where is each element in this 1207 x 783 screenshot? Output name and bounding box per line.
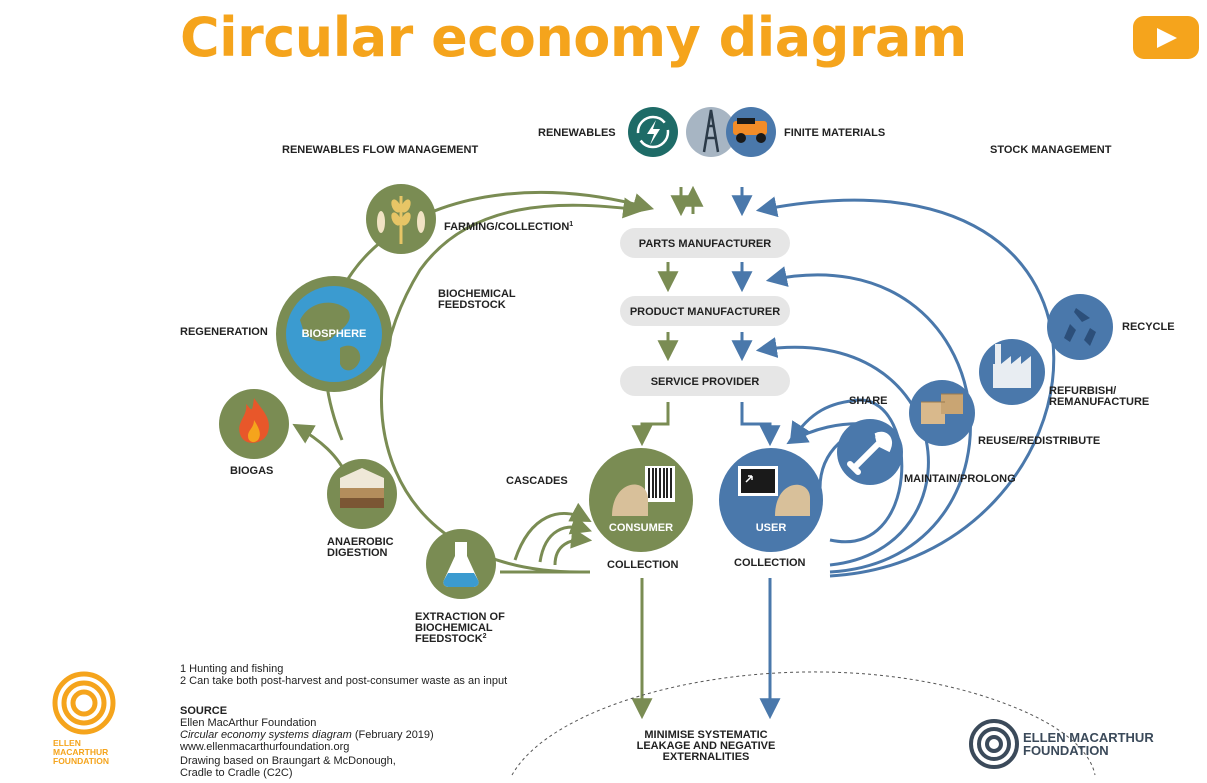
cascade-3: [553, 527, 593, 566]
svg-text:CONSUMER: CONSUMER: [609, 522, 673, 534]
biogas-node: [219, 389, 289, 459]
svg-text:PARTS MANUFACTURER: PARTS MANUFACTURER: [639, 238, 771, 250]
page-title: Circular economy diagram: [180, 6, 967, 69]
refurbish-node: [979, 339, 1045, 405]
stock-management-label: STOCK MANAGEMENT: [990, 144, 1112, 156]
farming-node: [366, 184, 436, 254]
biogas-label: BIOGAS: [230, 465, 273, 477]
footnote-1: 1 Hunting and fishing: [180, 663, 284, 675]
renewables-label: RENEWABLES: [538, 127, 616, 139]
reuse-node: [909, 380, 975, 446]
anaerobic-label-2: DIGESTION: [327, 547, 388, 559]
maintain-node: [837, 419, 903, 485]
boxes-icon: [921, 393, 963, 424]
consumer-barcode-icon: [612, 466, 675, 516]
mining-truck-icon-group: [726, 107, 776, 157]
service-provider-pill: SERVICE PROVIDER: [620, 366, 790, 396]
recycle-label: RECYCLE: [1122, 321, 1175, 333]
regeneration-label: REGENERATION: [180, 326, 268, 338]
service-to-consumer: [631, 402, 670, 447]
leakage-label-2: LEAKAGE AND NEGATIVE: [637, 740, 776, 752]
service-to-user: [740, 402, 781, 447]
consumer-collection-label: COLLECTION: [607, 559, 679, 571]
cascades-label: CASCADES: [506, 475, 568, 487]
factory-icon: [993, 344, 1031, 388]
extraction-label-2: BIOCHEMICAL: [415, 622, 493, 634]
globe-icon: [300, 302, 361, 371]
refurbish-label-2: REMANUFACTURE: [1049, 396, 1149, 408]
anaerobic-node: [327, 459, 397, 529]
oil-derrick-icon: [702, 109, 720, 153]
foundation-logo-left-text: ELLEN MACARTHUR FOUNDATION: [53, 738, 110, 766]
source-heading: SOURCE: [180, 705, 228, 717]
parts-manufacturer-pill: PARTS MANUFACTURER: [620, 228, 790, 258]
foundation-logo-left: [52, 671, 116, 735]
biochemical-label-1: BIOCHEMICAL: [438, 288, 516, 300]
refurbish-label-1: REFURBISH/: [1049, 385, 1116, 397]
recycle-loop: [755, 196, 1056, 578]
renewable-energy-icon: [647, 120, 660, 145]
renewables-icon-group: [628, 107, 678, 157]
user-computer-icon: [738, 466, 810, 516]
renewables-flow-label: RENEWABLES FLOW MANAGEMENT: [282, 144, 478, 156]
extraction-label-1: EXTRACTION OF: [415, 611, 505, 623]
source-title-line: Circular economy systems diagram (Februa…: [180, 729, 434, 741]
drawing-credit-1: Drawing based on Braungart & McDonough,: [180, 755, 396, 767]
mining-truck-icon: [733, 121, 767, 135]
drawing-credit-2: Cradle to Cradle (C2C): [180, 767, 293, 779]
footnotes: 1 Hunting and fishing 2 Can take both po…: [180, 663, 507, 687]
footnote-2: 2 Can take both post-harvest and post-co…: [180, 675, 508, 687]
consumer-node: CONSUMER: [589, 448, 693, 552]
leakage-label-3: EXTERNALITIES: [663, 751, 750, 763]
source-block: SOURCE Ellen MacArthur Foundation Circul…: [180, 705, 434, 779]
wrench-icon: [847, 431, 892, 475]
source-url[interactable]: www.ellenmacarthurfoundation.org: [180, 741, 350, 753]
reuse-label: REUSE/REDISTRIBUTE: [978, 435, 1100, 447]
wheat-fish-icon: [377, 196, 425, 244]
maintain-label: MAINTAIN/PROLONG: [904, 473, 1016, 485]
recycle-node: [1047, 294, 1113, 360]
extraction-label-3: FEEDSTOCK2: [415, 633, 487, 645]
leakage-label-1: MINIMISE SYSTEMATIC: [644, 729, 767, 741]
foundation-logo-right-text: ELLEN MACARTHUR FOUNDATION: [1023, 730, 1154, 758]
finite-materials-label: FINITE MATERIALS: [784, 127, 885, 139]
svg-text:PRODUCT MANUFACTURER: PRODUCT MANUFACTURER: [630, 306, 780, 318]
recycle-icon: [1064, 308, 1096, 346]
extraction-node: [426, 529, 496, 599]
biological-cycle-flows: [292, 185, 704, 720]
svg-text:SERVICE PROVIDER: SERVICE PROVIDER: [651, 376, 760, 388]
leakage-boundary: [511, 671, 1096, 776]
maintain-loop: [789, 398, 904, 544]
play-button[interactable]: [1133, 16, 1199, 59]
product-manufacturer-pill: PRODUCT MANUFACTURER: [620, 296, 790, 326]
farming-label: FARMING/COLLECTION1: [444, 221, 573, 233]
svg-text:BIOSPHERE: BIOSPHERE: [302, 328, 367, 340]
biosphere-node: BIOSPHERE: [276, 276, 392, 392]
biochemical-label-2: FEEDSTOCK: [438, 299, 506, 311]
user-node: USER: [719, 448, 823, 552]
anaerobic-label-1: ANAEROBIC: [327, 536, 394, 548]
soil-layers-icon: [340, 468, 384, 508]
user-collection-label: COLLECTION: [734, 557, 806, 569]
oil-derrick-icon-group: [686, 107, 736, 157]
play-icon: [1157, 27, 1177, 48]
svg-text:USER: USER: [756, 522, 787, 534]
source-org: Ellen MacArthur Foundation: [180, 717, 317, 729]
share-label: SHARE: [849, 395, 888, 407]
foundation-logo-right: [969, 719, 1019, 769]
